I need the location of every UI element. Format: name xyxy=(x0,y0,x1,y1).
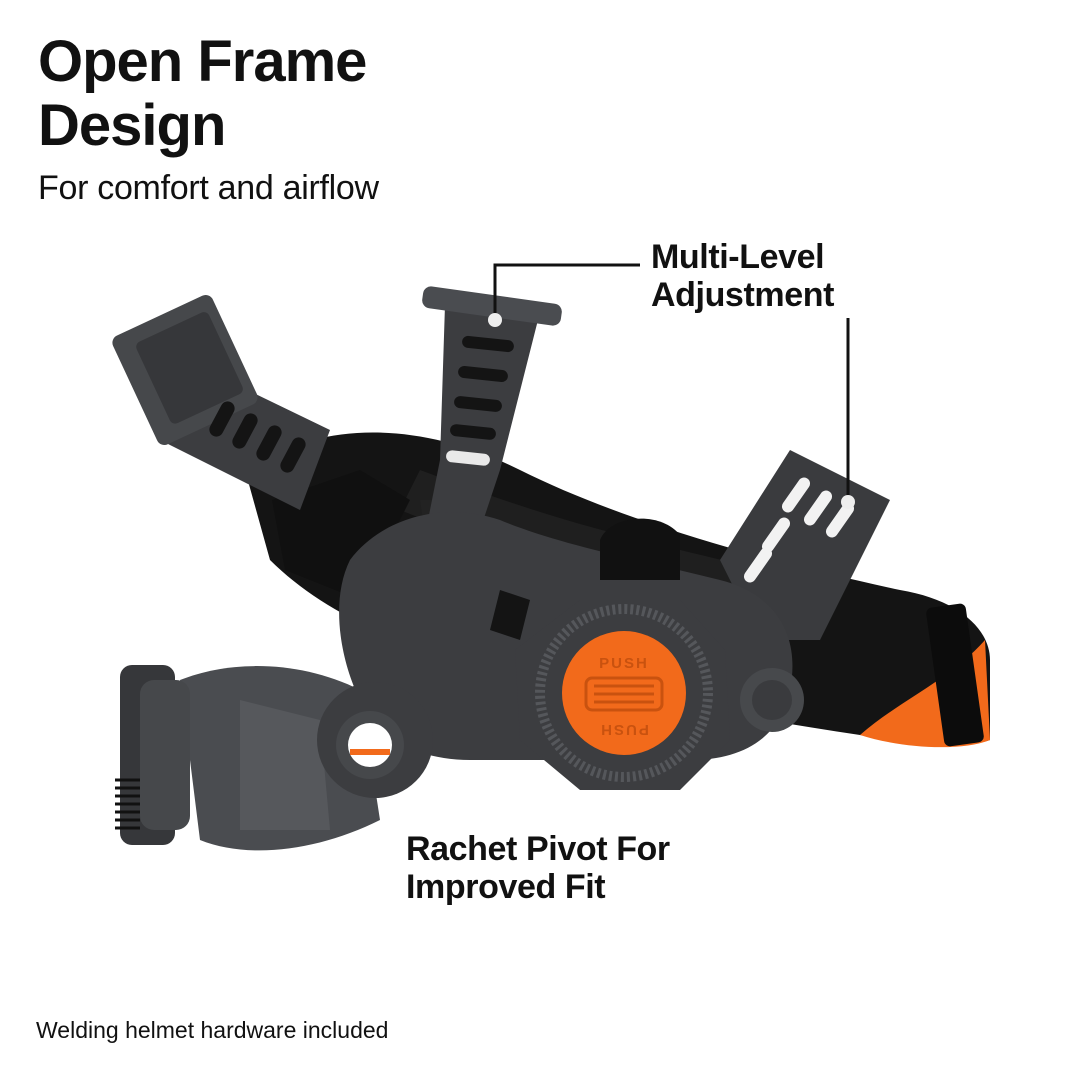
front-strap-left xyxy=(112,295,330,510)
page-subtitle: For comfort and airflow xyxy=(38,169,379,207)
push-label-top: PUSH xyxy=(599,655,649,672)
callout-line2: Improved Fit xyxy=(406,868,606,906)
page-title-line2: Design xyxy=(38,93,226,158)
callout-rachet-pivot: Rachet Pivot For Improved Fit xyxy=(406,830,670,906)
ratchet-pivot-arm xyxy=(115,665,433,851)
callout-line2: Adjustment xyxy=(651,276,835,314)
callout-line1: Rachet Pivot For xyxy=(406,830,670,868)
push-label-bottom: PUSH xyxy=(599,721,649,738)
callout-line1: Multi-Level xyxy=(651,238,825,276)
footnote: Welding helmet hardware included xyxy=(36,1017,389,1043)
top-center-strap xyxy=(420,286,562,560)
push-ratchet-knob: PUSH PUSH xyxy=(515,600,730,790)
page-title: Open Frame Design xyxy=(38,29,367,158)
page-title-line1: Open Frame xyxy=(38,29,367,94)
callout-leader-multi-level xyxy=(488,263,855,509)
callout-multi-level-adjustment: Multi-Level Adjustment xyxy=(651,238,834,314)
